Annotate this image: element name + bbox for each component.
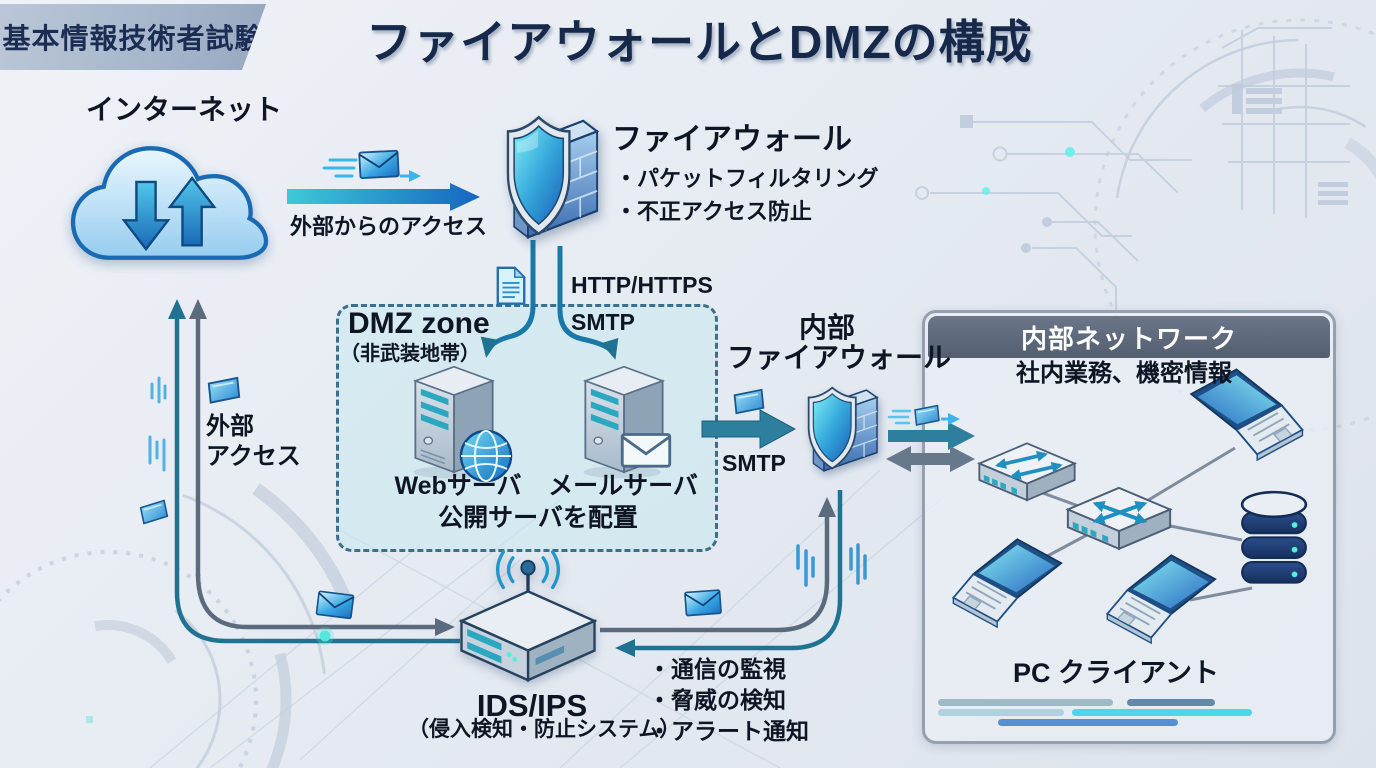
web-server-label: Webサーバ xyxy=(394,472,522,500)
internet-to-firewall-arrow xyxy=(287,183,480,211)
exam-badge-label: 基本情報技術者試験 xyxy=(2,23,264,54)
ids-subtitle: （侵入検知・防止システム） xyxy=(408,718,681,741)
packet-card-icon xyxy=(731,388,767,415)
ids-appliance-icon xyxy=(452,548,604,686)
smtp-internal-label: SMTP xyxy=(722,450,786,476)
laptop-icon xyxy=(946,532,1074,633)
http-https-label: HTTP/HTTPS xyxy=(571,272,713,298)
network-switch-icon xyxy=(972,436,1082,509)
packet-card-icon xyxy=(912,404,942,427)
smtp-dmz-label: SMTP xyxy=(571,309,635,335)
ids-function-2: ・脅威の検知 xyxy=(648,687,786,713)
internal-firewall-shield-wall-icon xyxy=(778,384,890,488)
page-title: ファイアウォールとDMZの構成 xyxy=(366,16,1033,68)
globe-icon xyxy=(458,428,514,484)
external-access-label-line1: 外部 xyxy=(206,413,254,440)
mail-envelope-icon xyxy=(683,587,723,619)
internal-firewall-label-line2: ファイアウォール xyxy=(727,342,952,373)
pc-clients-label: PC クライアント xyxy=(1013,658,1219,688)
firewall-feature-1: ・パケットフィルタリング xyxy=(615,166,879,191)
internal-firewall-label-line1: 内部 xyxy=(798,312,855,343)
firewall-label: ファイアウォール xyxy=(612,123,852,156)
document-icon xyxy=(494,264,528,307)
packet-card-icon xyxy=(205,376,243,405)
wifi-antenna-icon xyxy=(495,550,561,590)
firewall-to-network-arrow xyxy=(888,422,975,450)
network-switch-icon xyxy=(1060,480,1178,559)
dmz-to-internal-firewall-arrow xyxy=(701,409,797,449)
external-access-label-line2: アクセス xyxy=(206,443,301,470)
dmz-title: DMZ zone xyxy=(348,307,490,340)
internet-cloud-icon xyxy=(58,132,282,276)
upload-arrow-icon xyxy=(167,176,217,247)
mail-envelope-icon xyxy=(314,588,355,622)
bidirectional-arrow xyxy=(886,446,975,472)
firewall-shield-wall-icon xyxy=(468,112,614,262)
firewall-feature-2: ・不正アクセス防止 xyxy=(615,199,812,224)
ids-function-3: ・アラート通知 xyxy=(648,718,809,744)
ids-function-1: ・通信の監視 xyxy=(648,656,786,682)
ids-name: IDS/IPS xyxy=(476,688,588,723)
exam-badge: 基本情報技術者試験 xyxy=(0,4,266,70)
laptop-icon xyxy=(1178,362,1310,466)
internal-network-header: 内部ネットワーク xyxy=(928,316,1330,358)
packet-card-icon xyxy=(137,498,171,525)
decor-bars xyxy=(938,699,1252,726)
mail-envelope-icon xyxy=(357,147,401,182)
mail-server-label: メールサーバ xyxy=(548,472,698,500)
internal-network-description: 社内業務、機密情報 xyxy=(1016,360,1232,387)
laptop-icon xyxy=(1100,548,1228,649)
dmz-note: 公開サーバを配置 xyxy=(438,504,638,532)
internal-network-title: 内部ネットワーク xyxy=(1020,323,1237,354)
dmz-subtitle: （非武装地帯） xyxy=(340,343,480,365)
mail-envelope-icon xyxy=(620,430,672,471)
download-arrow-icon xyxy=(121,180,171,252)
database-icon xyxy=(1238,488,1310,597)
external-access-arrow-label: 外部からのアクセス xyxy=(290,214,487,239)
internet-label: インターネット xyxy=(86,94,283,125)
